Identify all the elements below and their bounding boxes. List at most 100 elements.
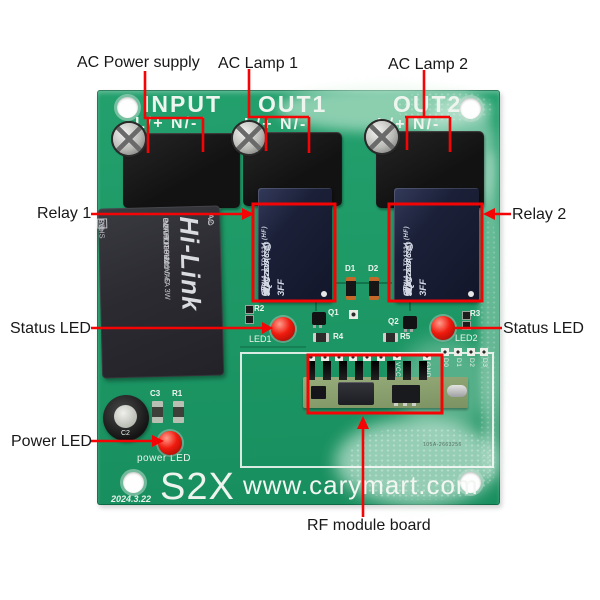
- board-serial-text: 105A-2663256: [423, 442, 462, 448]
- data-pin-pad: [441, 348, 449, 356]
- vo-minus-label: -Vo: [205, 213, 216, 226]
- transistor-q2: [403, 316, 417, 332]
- silkscreen-d2-pin: D2: [468, 358, 475, 368]
- silkscreen-d1-pin: D1: [455, 358, 462, 368]
- mounting-hole: [117, 97, 138, 118]
- capacitor-c3: [152, 401, 163, 423]
- silkscreen-led1: LED1: [249, 334, 272, 344]
- rf-module-board: [303, 377, 468, 408]
- header-pin: [323, 361, 331, 380]
- rf-pin-pad: [335, 353, 343, 361]
- smd-component: [245, 315, 254, 324]
- out1-section-title: OUT1: [258, 91, 328, 117]
- terminal-screw: [233, 122, 265, 154]
- rf-pin-pad: [349, 353, 357, 361]
- silkscreen-d2: D2: [368, 264, 379, 273]
- label-relay-1: Relay 1: [37, 205, 92, 222]
- smd-component: [462, 321, 471, 330]
- board-model-text: S2X: [160, 466, 235, 508]
- label-ac-power-supply: AC Power supply: [77, 54, 200, 71]
- rf-pin-pad: [393, 352, 401, 360]
- transistor-q1: [312, 312, 326, 328]
- status-led-1: [271, 317, 295, 341]
- rf-transistor: [311, 386, 326, 399]
- rf-pin-pad: [321, 353, 329, 361]
- rf-zone-silkscreen-outline: [240, 352, 494, 468]
- terminal-screw: [113, 123, 145, 155]
- label-status-led-right: Status LED: [503, 320, 584, 337]
- vo-plus-label: +Vo: [97, 218, 107, 232]
- resistor-r5: [383, 333, 398, 342]
- power-module-hilink: AC AC -Vo Hi-Link INPUT:100-240VAC 0.2A …: [97, 205, 225, 379]
- silkscreen-r2: R2: [254, 304, 265, 313]
- label-power-led: Power LED: [11, 433, 92, 450]
- relay-spec: CHINA J TD1224 (HF): [262, 226, 268, 296]
- pcb-trace: [334, 282, 392, 284]
- smd-component: [245, 305, 254, 314]
- silkscreen-vcc: VCC: [394, 362, 401, 378]
- diode-d1: [346, 277, 356, 300]
- spec-line: P/N:HLK-PM01: [161, 217, 172, 270]
- label-ac-lamp-1: AC Lamp 1: [218, 55, 299, 72]
- pcb-board: INPUT L/+ N/- OUT1 L/+ N/- OUT2 L/+ N/- …: [97, 86, 502, 508]
- terminal-screw: [366, 121, 398, 153]
- board-website-text: www.carymart.com: [243, 470, 479, 500]
- rf-filter: [392, 385, 420, 406]
- silkscreen-r4: R4: [333, 332, 344, 341]
- silkscreen-c3: C3: [150, 389, 161, 398]
- data-pin-pad: [454, 348, 462, 356]
- silkscreen-d0: D0: [442, 358, 449, 368]
- header-pin: [307, 361, 315, 380]
- diode-d2: [369, 277, 379, 300]
- electrolytic-capacitor-c2: [103, 395, 149, 441]
- header-pin: [403, 361, 411, 380]
- header-pin: [387, 361, 395, 380]
- header-pin: [419, 361, 427, 380]
- terminal-block-input: [113, 123, 240, 208]
- pcb-trace: [240, 346, 306, 348]
- label-ac-lamp-2: AC Lamp 2: [388, 56, 469, 73]
- status-led-2: [431, 316, 455, 340]
- silkscreen-c2: C2: [121, 430, 130, 437]
- silkscreen-r1: R1: [172, 389, 183, 398]
- header-pin: [355, 361, 363, 380]
- power-module-cert-row: RoHS CE +Vo: [97, 218, 108, 371]
- mounting-hole: [460, 98, 481, 119]
- power-module-brand: Hi-Link: [174, 215, 207, 312]
- rf-pin-pad: [307, 353, 315, 361]
- header-pin: [371, 361, 379, 380]
- relay-spec: CHINA J TD1224 (HF): [404, 226, 410, 296]
- label-status-led-left: Status LED: [10, 320, 91, 337]
- rf-pin-pad: [377, 353, 385, 361]
- power-module-ac-pins: AC AC -Vo: [206, 214, 219, 368]
- silkscreen-d3-pin: D3: [481, 358, 488, 368]
- data-pin-pad: [480, 348, 488, 356]
- rf-ic-chip: [338, 382, 374, 405]
- silkscreen-d1: D1: [345, 264, 356, 273]
- board-texture: [480, 150, 502, 480]
- rf-crystal: [447, 385, 467, 397]
- silkscreen-led2: LED2: [455, 333, 478, 343]
- mounting-hole: [460, 472, 481, 493]
- out2-section-title: OUT2: [393, 91, 463, 117]
- resistor-r1: [173, 401, 184, 423]
- resistor-r4: [313, 333, 329, 342]
- label-rf-module-board: RF module board: [307, 517, 431, 534]
- rf-pin-pad: [363, 353, 371, 361]
- silkscreen-r3: R3: [470, 309, 481, 318]
- smd-component: [462, 311, 471, 320]
- input-section-title: INPUT: [143, 91, 222, 117]
- power-led: [158, 431, 182, 455]
- mounting-hole: [123, 472, 144, 493]
- board-date-text: 2024.3.22: [111, 494, 152, 504]
- input-terminal-labels: L/+ N/-: [135, 115, 199, 132]
- label-relay-2: Relay 2: [512, 206, 567, 223]
- silkscreen-r5: R5: [400, 332, 411, 341]
- silkscreen-q1: Q1: [328, 308, 339, 317]
- power-module-markings: AC AC -Vo Hi-Link INPUT:100-240VAC 0.2A …: [97, 205, 224, 378]
